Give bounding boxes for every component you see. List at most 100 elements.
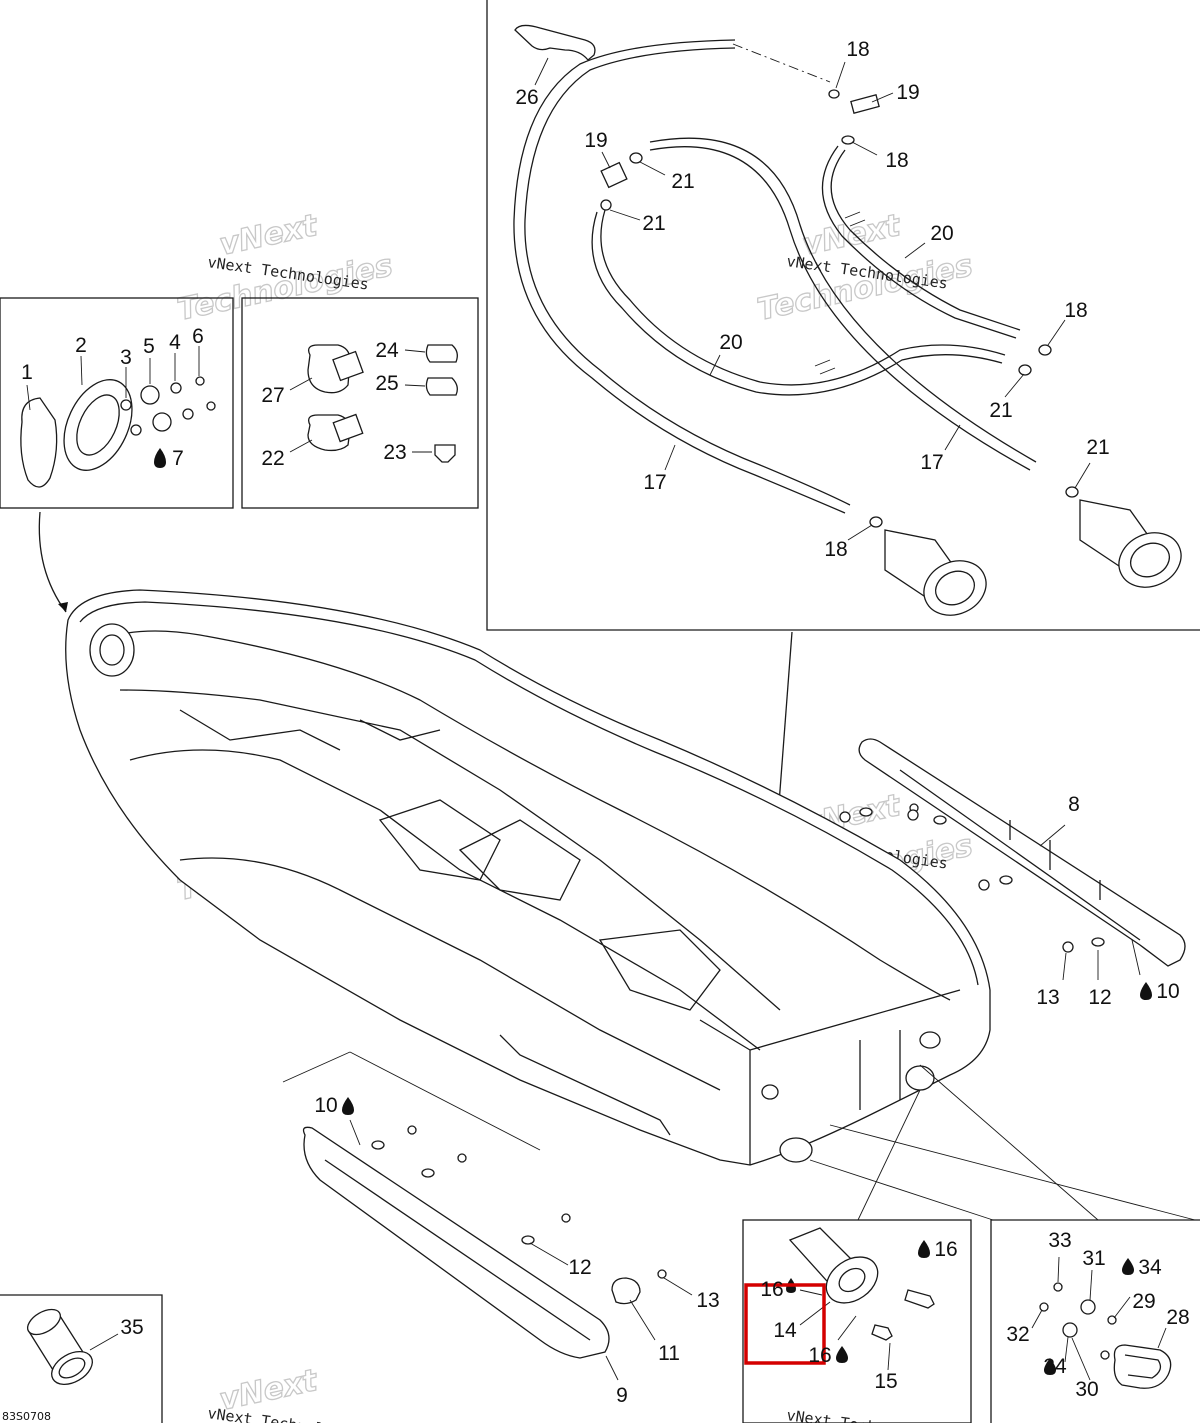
hose-17-right	[649, 146, 1031, 471]
adhesive-drop-icon	[154, 448, 166, 468]
sleeve-panel-frame	[0, 1294, 163, 1423]
callout-21d: 21	[1086, 436, 1109, 459]
hose-assembly	[513, 24, 1182, 616]
callout-8: 8	[1068, 793, 1080, 816]
callout-7: 7	[172, 447, 184, 470]
callout-19a: 19	[896, 81, 919, 104]
clamp-18	[828, 89, 840, 99]
callout-29: 29	[1132, 1290, 1155, 1313]
callout-25: 25	[375, 372, 398, 395]
hose-leaders	[601, 61, 1091, 541]
callout-6: 6	[192, 325, 204, 348]
callout-10b: 10	[314, 1094, 337, 1117]
callout-9: 9	[616, 1384, 628, 1407]
fitting-19-left	[600, 161, 628, 189]
hull-body	[65, 589, 991, 1166]
tow-panel-frame	[990, 1219, 1200, 1423]
hose-20-top-edge	[821, 145, 1017, 339]
part-6-nut	[195, 376, 205, 386]
handle-panel-frame	[0, 297, 234, 509]
callout-18c: 18	[1064, 299, 1087, 322]
part-5-washer	[140, 385, 160, 405]
callout-21c: 21	[989, 399, 1012, 422]
callout-23: 23	[383, 441, 406, 464]
hose-20-top	[830, 149, 1021, 331]
callout-13a: 13	[1036, 986, 1059, 1009]
callout-32: 32	[1006, 1323, 1029, 1346]
clamp-21	[600, 199, 612, 211]
callout-12a: 12	[1088, 986, 1111, 1009]
adhesive-drop-icon	[918, 1240, 930, 1258]
callout-26: 26	[515, 86, 538, 109]
break-mark	[814, 359, 836, 375]
adhesive-drop-icon	[1140, 982, 1152, 1000]
callout-22: 22	[261, 447, 284, 470]
callout-34b: 34	[1043, 1355, 1067, 1378]
callout-34a: 34	[1138, 1256, 1162, 1279]
callout-17a: 17	[643, 471, 666, 494]
watermark-text: vNext Technologies	[206, 1404, 369, 1423]
clamp-21	[1065, 486, 1079, 498]
adhesive-drop-icon	[342, 1097, 354, 1115]
clamp-18	[869, 516, 883, 528]
part-4-washer	[170, 382, 182, 394]
callout-16b: 16	[760, 1278, 783, 1301]
watermark-big: vNext	[216, 208, 321, 263]
tow-eye-assembly	[1031, 1256, 1172, 1389]
clamp-18	[1038, 344, 1052, 356]
callout-24: 24	[375, 339, 399, 362]
sponson-right	[839, 738, 1186, 1000]
callout-16a: 16	[934, 1238, 957, 1261]
part-3-washer	[120, 399, 132, 411]
part-26-clip	[514, 24, 596, 61]
part-2-handle	[63, 379, 133, 471]
callout-27: 27	[261, 384, 284, 407]
tow-eye-location	[779, 1137, 813, 1163]
part-1-strap	[20, 397, 58, 488]
watermark-big: vNext	[799, 208, 904, 263]
callout-2: 2	[75, 334, 87, 357]
part-23-rivet	[434, 444, 456, 463]
callout-4: 4	[169, 331, 181, 354]
callout-12b: 12	[568, 1256, 591, 1279]
callout-3: 3	[120, 346, 132, 369]
hose-17-right-edge	[649, 137, 1037, 463]
callout-33: 33	[1048, 1229, 1071, 1252]
break-mark	[844, 211, 866, 227]
callout-31: 31	[1082, 1247, 1105, 1270]
clamp-18	[841, 135, 855, 145]
callout-10a: 10	[1156, 980, 1179, 1003]
clamp-assembly	[289, 344, 458, 463]
callout-21a: 21	[671, 170, 694, 193]
detail-link-lines	[809, 1064, 1196, 1221]
callout-18a: 18	[846, 38, 869, 61]
callout-18b: 18	[885, 149, 908, 172]
highlight-box	[744, 1283, 826, 1365]
clamp-panel-frame	[241, 297, 479, 509]
callout-15: 15	[874, 1370, 897, 1393]
adhesive-drop-icon	[1122, 1258, 1134, 1275]
centerline	[732, 43, 831, 83]
diagram-code: 83S0708	[2, 1410, 51, 1423]
hose-17-left-edge	[513, 39, 846, 514]
part-9-sponson	[302, 1126, 610, 1359]
drain-plug-assembly	[744, 1227, 935, 1371]
callout-20b: 20	[719, 331, 742, 354]
callout-1: 1	[21, 361, 33, 384]
vent-nozzle-left	[884, 529, 987, 616]
callout-13b: 13	[696, 1289, 719, 1312]
adhesive-drop-icon	[836, 1346, 848, 1363]
part-8-sponson	[858, 738, 1186, 967]
callout-11: 11	[658, 1342, 680, 1365]
hose-17-left	[524, 47, 851, 506]
hose-20-bottom-edge	[591, 211, 1003, 396]
callout-17b: 17	[920, 451, 943, 474]
callout-20a: 20	[930, 222, 953, 245]
hull-storage-cup	[89, 623, 135, 677]
pointer-arrow	[38, 511, 67, 613]
sponson-left	[282, 1051, 693, 1381]
